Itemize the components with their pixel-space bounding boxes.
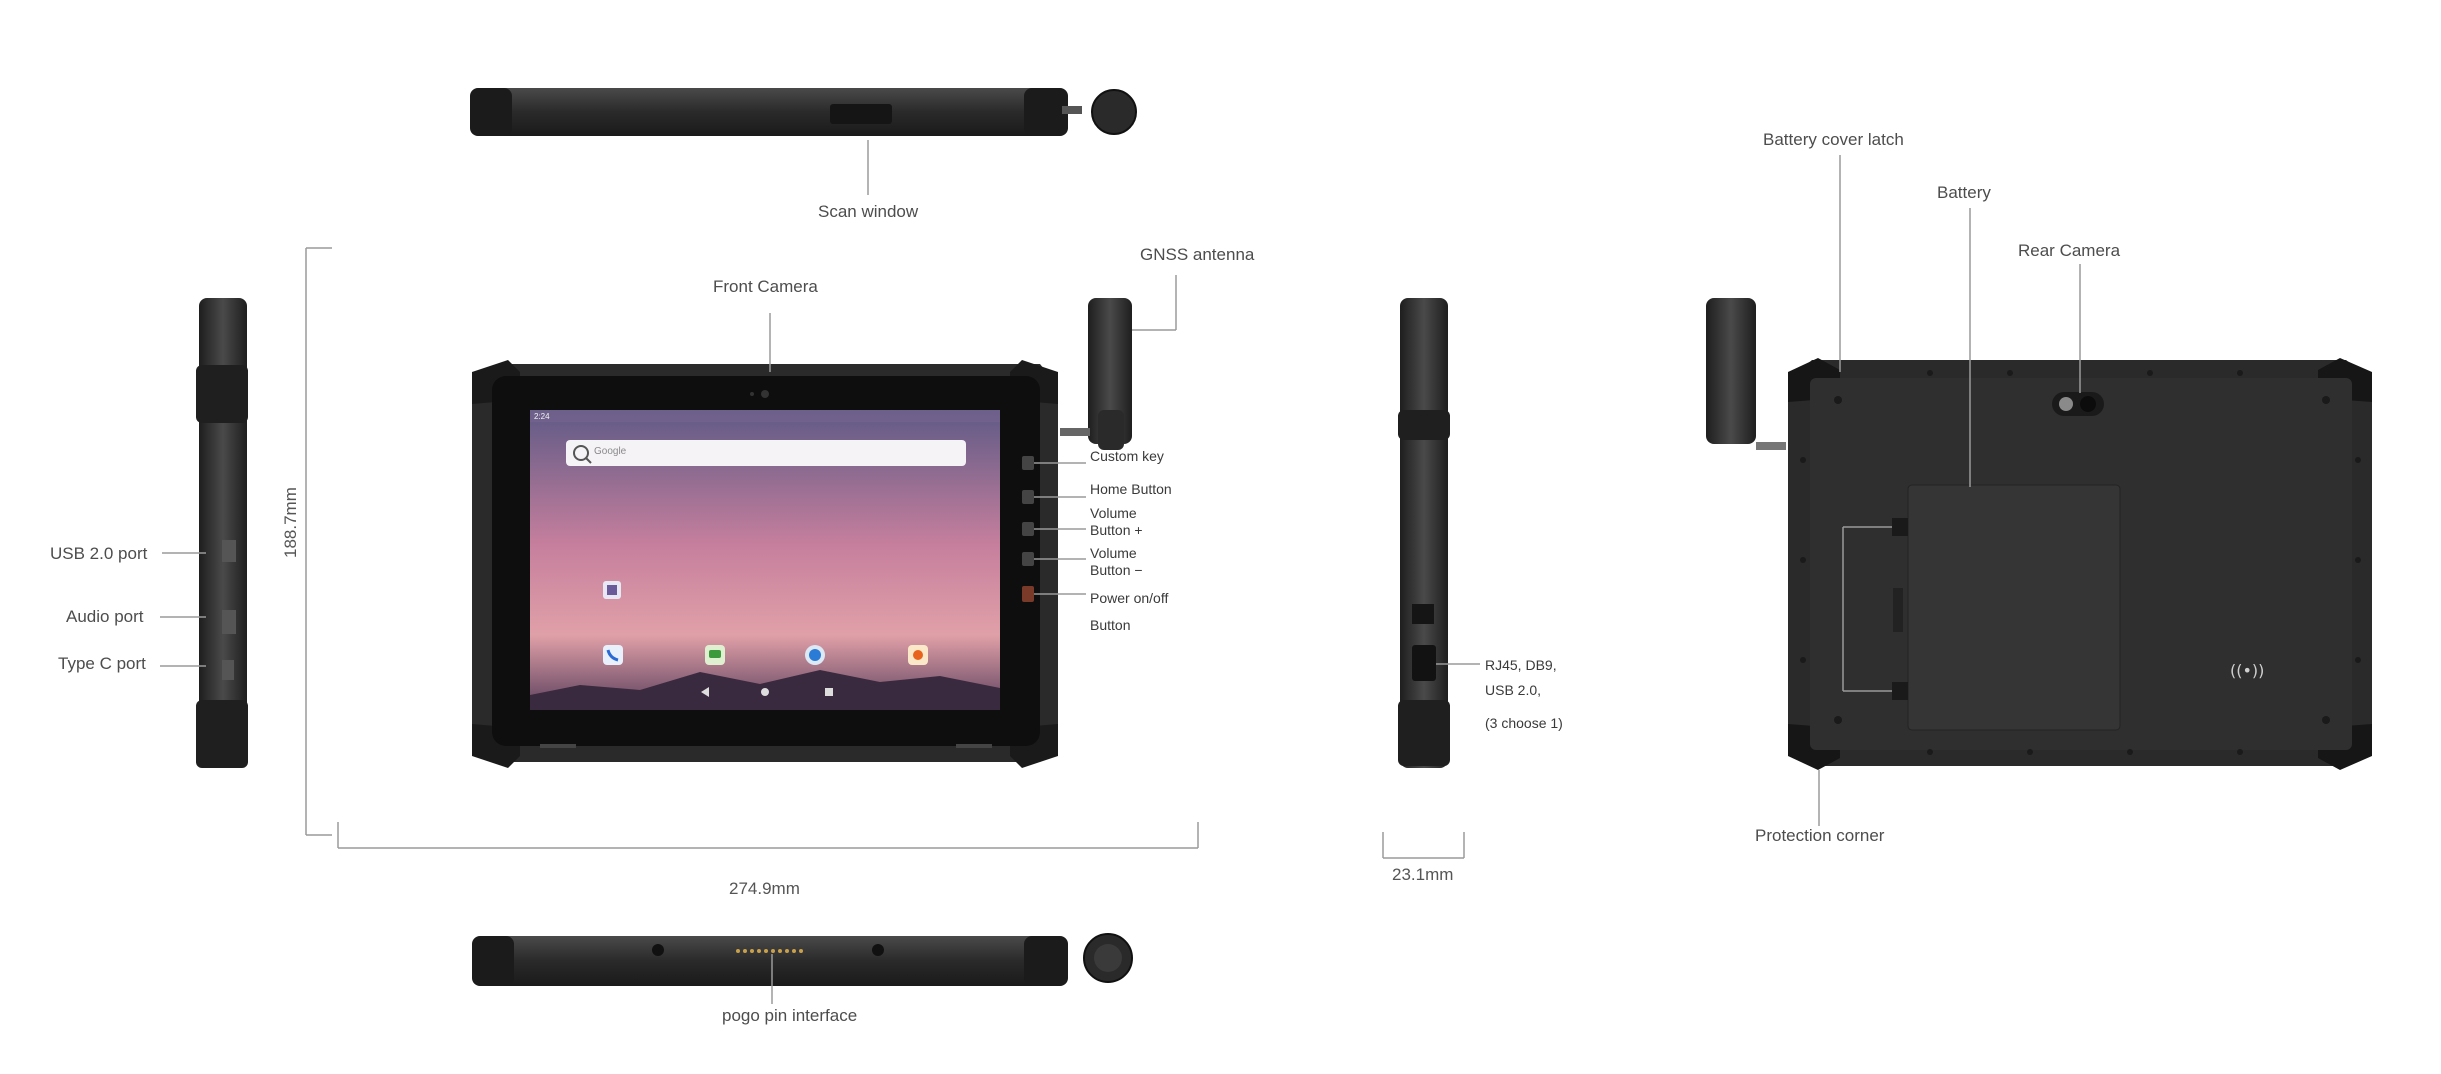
home-button <box>1022 490 1034 504</box>
nfc-icon: ((•)) <box>2230 661 2264 680</box>
custom-key-label: Custom key <box>1090 448 1164 464</box>
gnss-antenna-label: GNSS antenna <box>1140 245 1255 264</box>
power-label-1: Power on/off <box>1090 590 1169 606</box>
volume-up-label-1: Volume <box>1090 505 1137 521</box>
battery-cover-latch-label: Battery cover latch <box>1763 130 1904 149</box>
status-time: 2:24 <box>534 412 550 421</box>
custom-key <box>1022 456 1034 470</box>
typec-port-label: Type C port <box>58 654 146 673</box>
protection-corner-label: Protection corner <box>1755 826 1885 845</box>
front-camera <box>761 390 769 398</box>
volume-up-label-2: Button + <box>1090 522 1143 538</box>
gnss-antenna <box>1060 298 1132 450</box>
usb-port-label: USB 2.0 port <box>50 544 148 563</box>
gnss-antenna-top <box>1091 89 1137 135</box>
google-search-icon <box>573 445 589 461</box>
battery-label: Battery <box>1937 183 1991 202</box>
search-placeholder: Google <box>594 446 627 457</box>
home-button-label: Home Button <box>1090 481 1172 497</box>
recents-nav-icon <box>825 688 833 696</box>
battery <box>1907 484 2121 731</box>
gnss-antenna-rear <box>1706 298 1786 450</box>
right-side-view <box>1398 298 1450 768</box>
volume-down-label-1: Volume <box>1090 545 1137 561</box>
google-search-bar <box>566 440 966 466</box>
battery-latch-top <box>1892 518 1908 536</box>
top-edge-view <box>470 88 1137 136</box>
typec-port <box>222 660 234 680</box>
volume-down-label-2: Button − <box>1090 562 1143 578</box>
bottom-edge-view <box>472 933 1133 986</box>
battery-latch-bottom <box>1892 682 1908 700</box>
rj45-label-1: RJ45, DB9, <box>1485 657 1557 673</box>
audio-port-label: Audio port <box>66 607 144 626</box>
power-label-2: Button <box>1090 617 1131 633</box>
phone-app-icon <box>603 645 623 665</box>
front-camera-label: Front Camera <box>713 277 818 296</box>
rj45-port-cover <box>1412 645 1436 681</box>
left-side-view <box>196 298 248 768</box>
volume-down-button <box>1022 552 1034 566</box>
usb-port <box>222 540 236 562</box>
volume-up-button <box>1022 522 1034 536</box>
home-nav-icon <box>761 688 769 696</box>
back-nav-icon <box>701 687 709 697</box>
audio-port <box>222 610 236 634</box>
depth-dimension-label: 23.1mm <box>1392 865 1454 884</box>
width-dimension-label: 274.9mm <box>729 879 800 898</box>
height-dimension-label: 188.7mm <box>281 487 300 558</box>
pogo-pin-label: pogo pin interface <box>722 1006 858 1025</box>
rear-camera-label: Rear Camera <box>2018 241 2121 260</box>
power-button <box>1022 586 1034 602</box>
rear-view: ((•)) <box>1788 358 2372 770</box>
scan-window <box>830 104 892 124</box>
front-view <box>472 360 1058 768</box>
pogo-pins <box>736 949 803 953</box>
rj45-label-3: (3 choose 1) <box>1485 715 1563 731</box>
rj45-label-2: USB 2.0, <box>1485 682 1542 698</box>
scan-window-label: Scan window <box>818 202 919 221</box>
